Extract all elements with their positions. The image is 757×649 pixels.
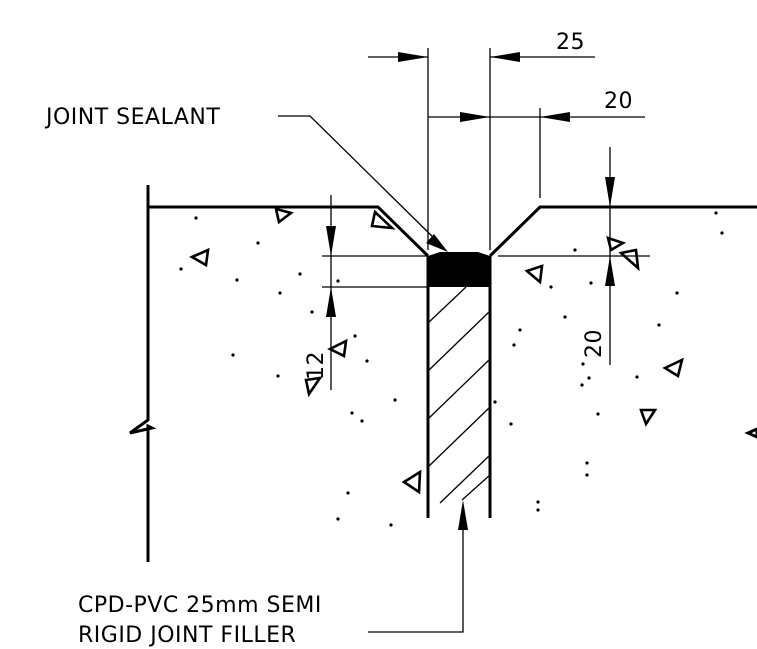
joint-filler-hatch [427,286,491,504]
dimension-chamfer-depth: 20 [498,147,650,365]
joint-filler-label-line1: CPD-PVC 25mm SEMI [78,593,322,618]
joint-filler-leader: CPD-PVC 25mm SEMI RIGID JOINT FILLER [78,500,468,648]
break-line [129,185,157,562]
dimension-sealant-depth: 12 [304,195,428,390]
dimension-chamfer-width: 20 [428,89,645,198]
chamfer-width-label: 20 [604,89,633,114]
joint-sealant-leader: JOINT SEALANT [44,105,448,252]
left-slab-surface [148,205,430,258]
sealant-depth-label: 12 [304,351,329,380]
concrete-aggregate [189,207,684,495]
chamfer-depth-label: 20 [582,329,607,358]
joint-sealant-fill [428,256,490,287]
sealant-top [428,252,490,256]
joint-sealant-label: JOINT SEALANT [44,105,220,130]
dimension-joint-width: 25 [368,30,595,250]
concrete-dots [179,211,724,527]
joint-width-label: 25 [556,30,585,55]
slab-outline [129,185,757,562]
joint-filler-label-line2: RIGID JOINT FILLER [78,623,296,648]
right-break-mark [744,427,757,439]
right-slab-surface [488,205,757,258]
